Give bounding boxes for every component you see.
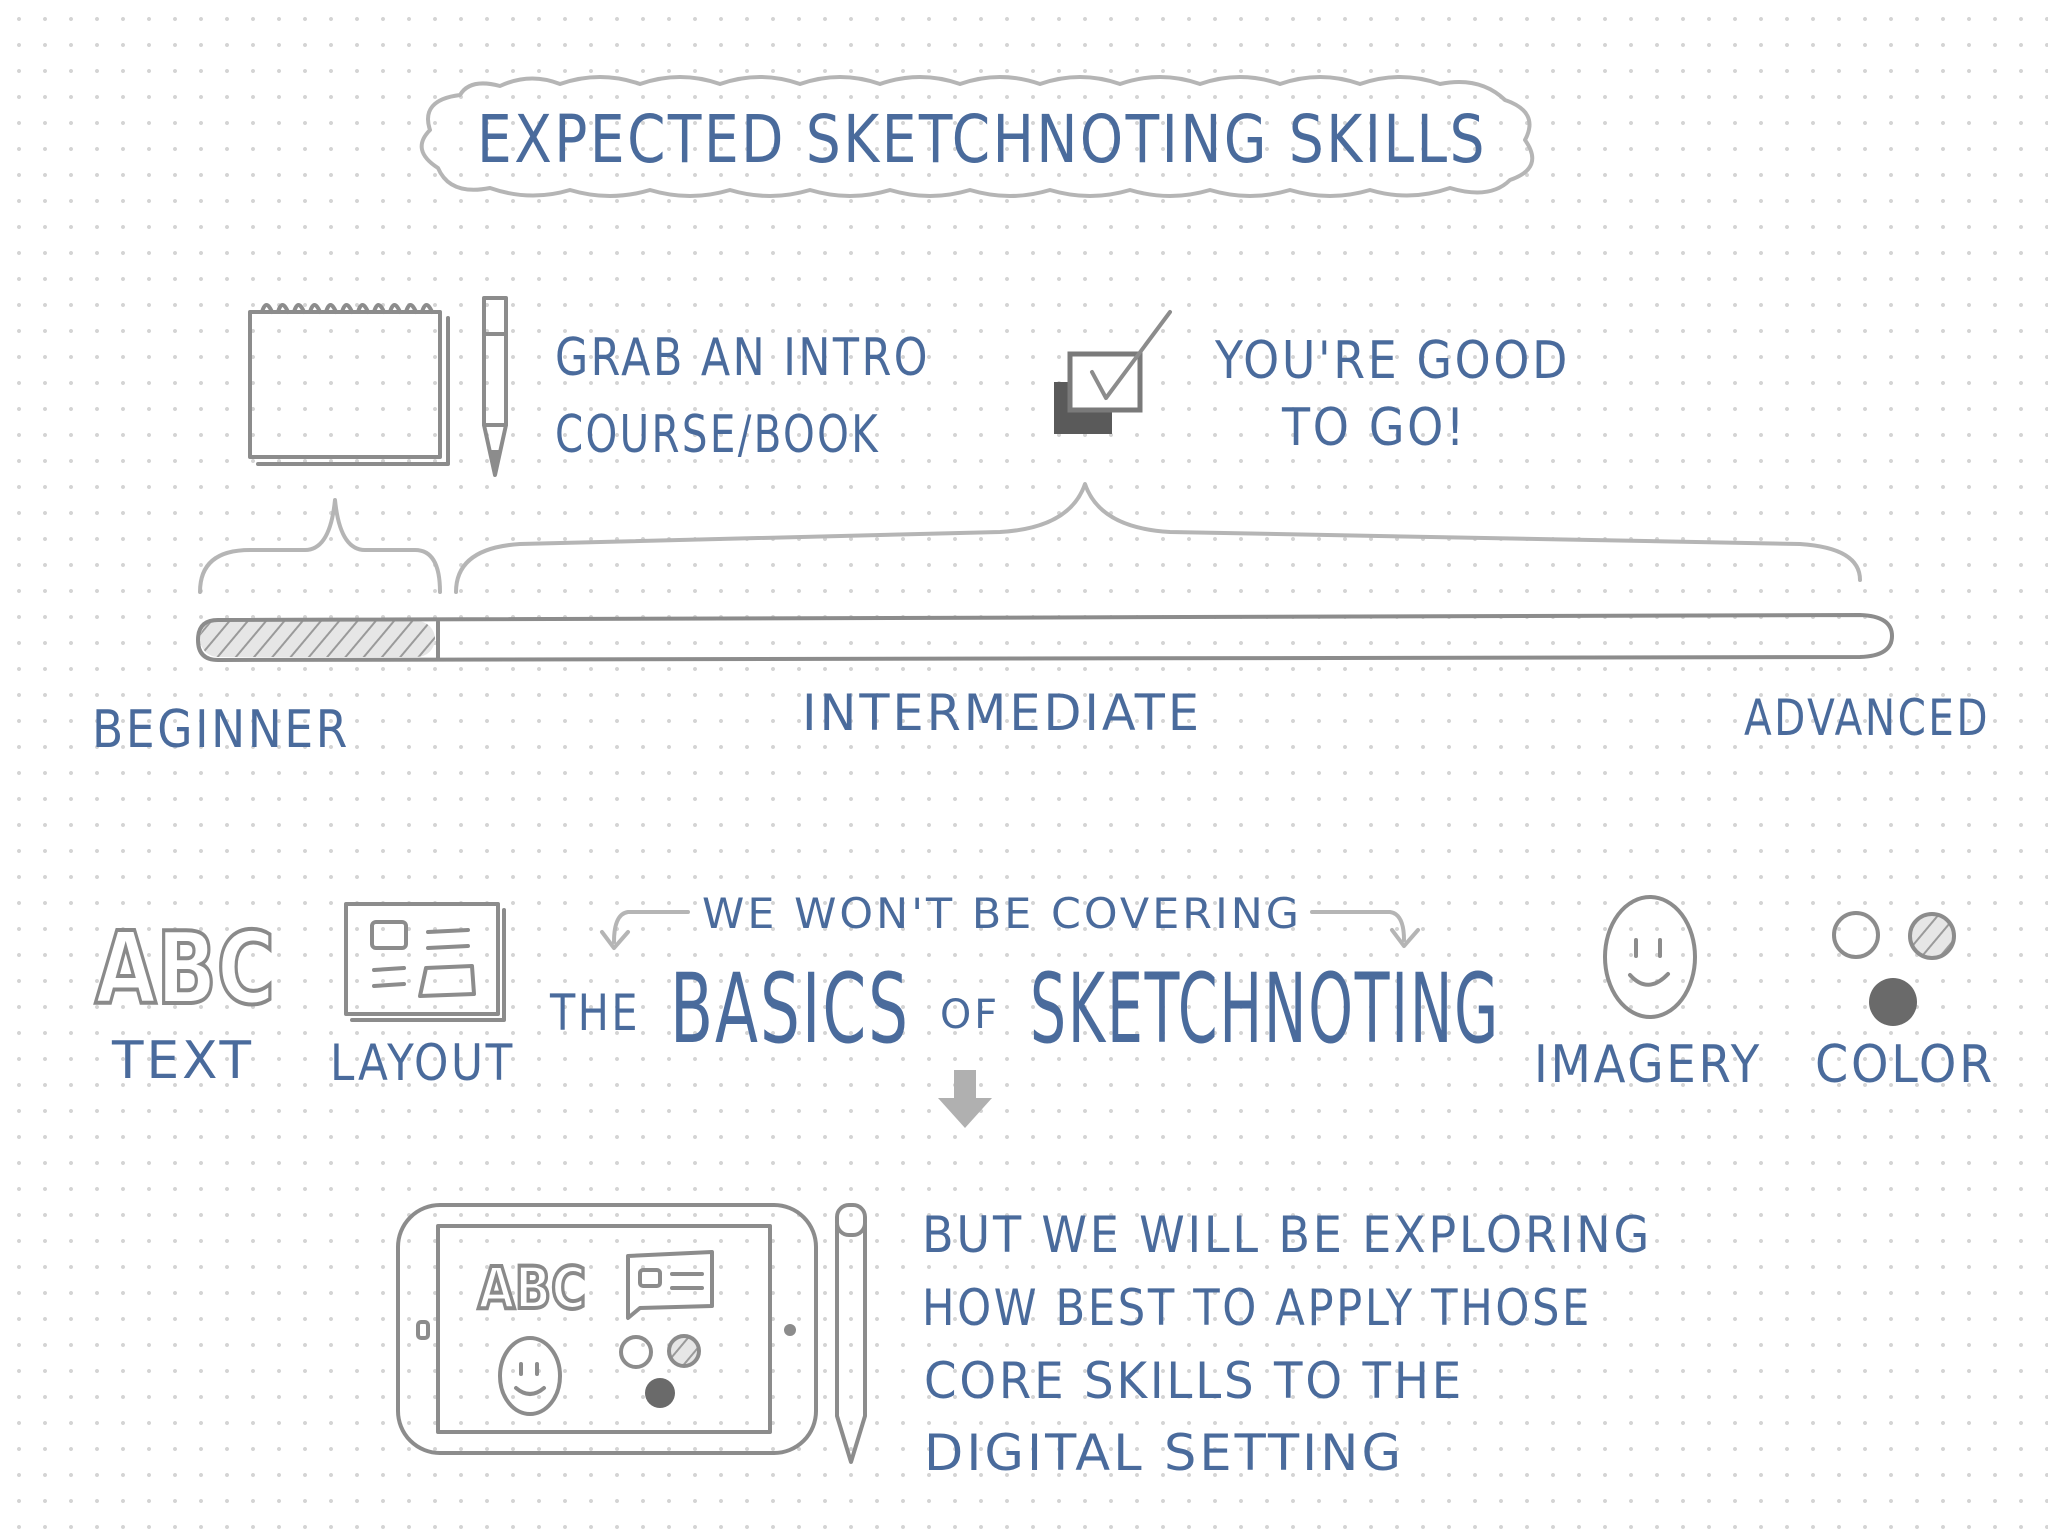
skill-imagery-label: IMAGERY bbox=[1534, 1035, 1762, 1095]
beginner-brace bbox=[198, 498, 442, 594]
page-title: EXPECTED SKETCHNOTING SKILLS bbox=[477, 101, 1487, 178]
beginner-advice-line2: COURSE/BOOK bbox=[555, 405, 880, 465]
tablet-abc-letters: ABC bbox=[478, 1254, 586, 1322]
skill-text: ABC TEXT bbox=[93, 908, 277, 1091]
abc-letters-icon: ABC bbox=[95, 910, 275, 1027]
skill-layout-label: LAYOUT bbox=[330, 1034, 515, 1092]
heading-sketchnoting: SKETCHNOTING bbox=[1030, 953, 1500, 1065]
intermediate-brace bbox=[454, 482, 1862, 594]
skill-imagery: IMAGERY bbox=[1534, 895, 1762, 1095]
checkbox-icon bbox=[1054, 310, 1172, 434]
tablet-icon: ABC bbox=[396, 1203, 818, 1455]
skill-text-label: TEXT bbox=[111, 1031, 254, 1091]
color-dots-icon bbox=[1832, 911, 1956, 1026]
digital-line-2: HOW BEST TO APPLY THOSE bbox=[922, 1279, 1592, 1337]
skill-layout: LAYOUT bbox=[330, 902, 515, 1092]
level-beginner: BEGINNER bbox=[92, 700, 350, 760]
heading-the: THE bbox=[549, 984, 640, 1042]
stylus-icon bbox=[835, 1203, 867, 1464]
skill-scale-bar bbox=[196, 613, 1894, 662]
digital-line-3: CORE SKILLS TO THE bbox=[924, 1352, 1464, 1410]
digital-exploring-text: BUT WE WILL BE EXPLORING HOW BEST TO APP… bbox=[922, 1206, 1652, 1482]
basics-heading-group: WE WON'T BE COVERING THE BASICS OF SKETC… bbox=[549, 889, 1500, 1065]
layout-icon bbox=[344, 902, 506, 1022]
not-covering-label: WE WON'T BE COVERING bbox=[702, 889, 1302, 938]
skill-color-label: COLOR bbox=[1815, 1035, 1995, 1095]
heading-of: OF bbox=[940, 992, 1000, 1038]
intermediate-advice-line1: YOU'RE GOOD bbox=[1214, 331, 1570, 391]
level-advanced: ADVANCED bbox=[1744, 689, 1990, 747]
skill-color: COLOR bbox=[1815, 911, 1995, 1095]
notebook-icon bbox=[248, 303, 450, 466]
beginner-advice-line1: GRAB AN INTRO bbox=[555, 328, 930, 388]
heading-basics: BASICS bbox=[670, 953, 910, 1065]
level-intermediate: INTERMEDIATE bbox=[802, 684, 1202, 742]
title-cloud: EXPECTED SKETCHNOTING SKILLS bbox=[419, 75, 1535, 198]
pencil-icon bbox=[482, 296, 508, 477]
digital-line-1: BUT WE WILL BE EXPLORING bbox=[922, 1206, 1652, 1264]
down-arrow-icon bbox=[938, 1070, 992, 1128]
smiley-icon bbox=[1603, 895, 1697, 1019]
digital-line-4: DIGITAL SETTING bbox=[924, 1424, 1404, 1482]
intermediate-advice-line2: TO GO! bbox=[1281, 398, 1467, 458]
